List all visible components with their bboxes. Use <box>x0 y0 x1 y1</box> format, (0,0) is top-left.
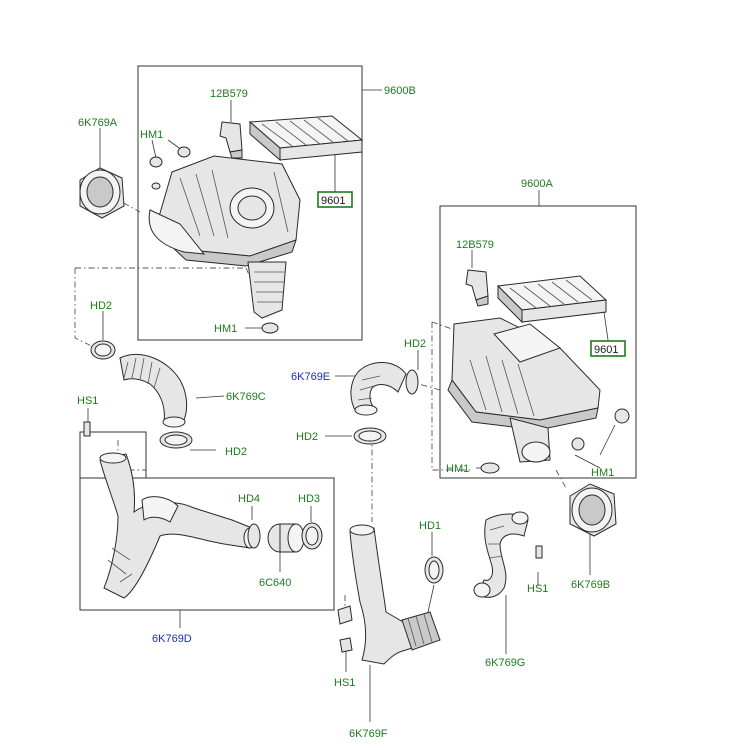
label-9601-right: 9601 <box>594 344 618 356</box>
label-HD3: HD3 <box>298 493 320 505</box>
label-HS1-c: HS1 <box>334 677 355 689</box>
hose-clamp-HD4 <box>247 523 261 549</box>
grommets-HM1-top <box>149 146 279 334</box>
label-HM1-c: HM1 <box>446 463 469 475</box>
label-6C640: 6C640 <box>259 577 291 589</box>
label-6K769E: 6K769E <box>291 371 330 383</box>
label-6K769B: 6K769B <box>571 579 610 591</box>
label-6K769G: 6K769G <box>485 657 525 669</box>
label-6K769C: 6K769C <box>226 391 266 403</box>
coupling-6C640 <box>267 523 305 553</box>
label-6K769A: 6K769A <box>78 117 118 129</box>
label-6K769D: 6K769D <box>152 633 192 645</box>
hose-clamp-HD2-center <box>353 427 387 445</box>
label-6K769F: 6K769F <box>349 728 388 740</box>
hose-clamp-HD2-right <box>405 369 419 395</box>
sensor-12B579-top <box>219 121 243 159</box>
label-HD4: HD4 <box>238 493 260 505</box>
hose-clamp-HD2-upper-left <box>90 340 116 360</box>
frame-9600B <box>137 65 363 341</box>
frame-6K769D <box>79 477 335 611</box>
screw-HS1-left <box>83 421 91 437</box>
label-HS1-a: HS1 <box>77 395 98 407</box>
resonator-hose-6K769G <box>473 511 529 598</box>
label-HD2-b: HD2 <box>404 338 426 350</box>
intake-duct-6K769D <box>99 452 257 599</box>
label-HM1-d: HM1 <box>591 467 614 479</box>
label-HS1-b: HS1 <box>527 583 548 595</box>
air-filter-element-9601-right <box>496 275 608 324</box>
intake-pipe-6K769F <box>337 524 441 665</box>
label-HM1-b: HM1 <box>214 323 237 335</box>
leader-lines <box>87 89 616 722</box>
label-HM1-a: HM1 <box>140 129 163 141</box>
mass-air-flow-housing-6K769B <box>569 483 617 537</box>
label-HD1: HD1 <box>419 520 441 532</box>
label-9600A: 9600A <box>521 178 553 190</box>
bellows-hose-6K769E <box>350 362 407 416</box>
label-HD2-c: HD2 <box>296 431 318 443</box>
label-9600B: 9600B <box>384 85 416 97</box>
air-box-assembly-9600B <box>148 155 301 319</box>
screw-HS1-right <box>535 545 543 559</box>
callout-9601-right: 9601 <box>590 340 626 357</box>
bellows-hose-6K769C <box>119 353 188 428</box>
air-filter-element-9601-top <box>248 115 364 162</box>
label-HD2-d: HD2 <box>225 446 247 458</box>
air-box-assembly-9600A <box>447 317 601 463</box>
label-12B579-top: 12B579 <box>210 88 248 100</box>
label-HD2-a: HD2 <box>90 300 112 312</box>
mass-air-flow-housing-6K769A <box>79 167 125 219</box>
hose-clamp-HD1 <box>424 556 444 584</box>
grommets-HM1-right <box>480 408 630 474</box>
frame-6K769D-notch <box>79 431 147 478</box>
label-9601-top: 9601 <box>321 195 345 207</box>
callout-9601-top: 9601 <box>317 191 353 208</box>
label-12B579-right: 12B579 <box>456 239 494 251</box>
hose-clamp-HD2-mid-left <box>159 431 193 449</box>
sensor-12B579-right <box>465 269 489 307</box>
hose-clamp-HD3 <box>301 522 323 550</box>
part-labels: 9600B 12B579 HM1 6K769A HM1 HD2 9600A 12… <box>77 85 614 740</box>
frame-9600A <box>439 205 637 479</box>
